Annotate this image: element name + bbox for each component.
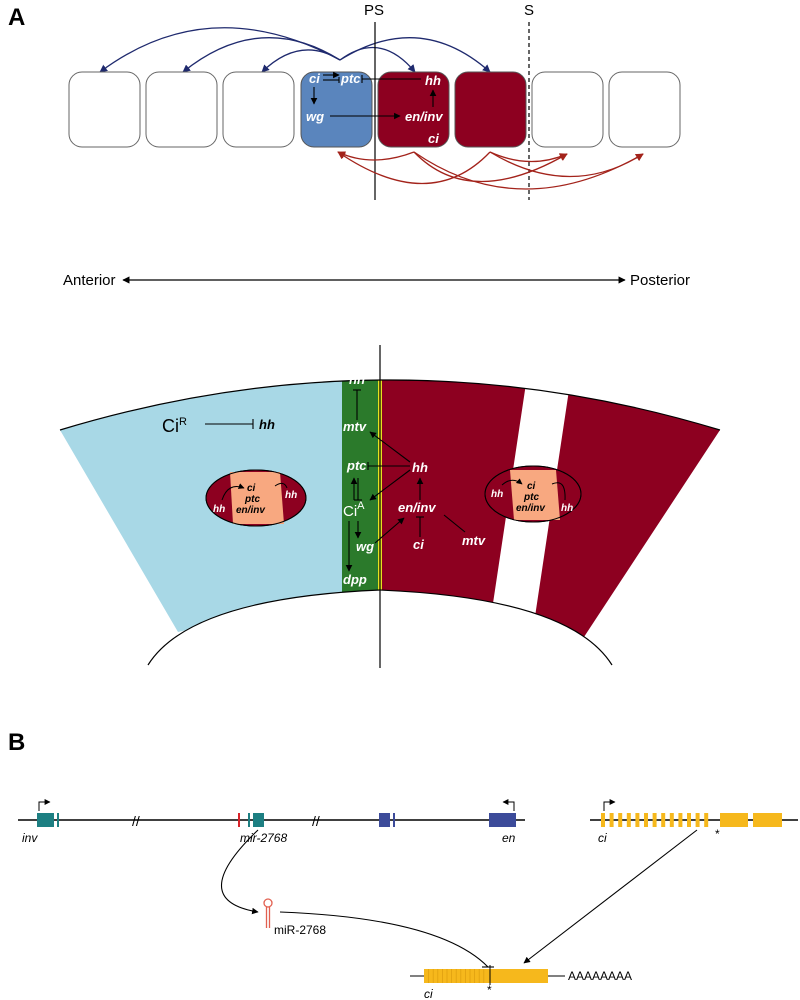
cell-1 — [68, 71, 141, 148]
inv-exon — [37, 813, 54, 827]
wedge-mtv-right: mtv — [462, 533, 486, 548]
ci-small-exon — [661, 813, 666, 827]
row-interactions — [310, 71, 437, 120]
ci-small-exon — [652, 813, 657, 827]
wedge-en-inv: en/inv — [398, 500, 436, 515]
ci-gene-label: ci — [598, 831, 607, 845]
ps-label: PS — [364, 2, 384, 19]
polya-tail: AAAAAAAA — [568, 969, 632, 983]
row-ci: ci — [309, 71, 320, 86]
ci-small-exon — [669, 813, 674, 827]
mirna-hairpin — [263, 898, 273, 928]
mir-2768-locus — [238, 813, 240, 827]
posterior-signal-arrows — [337, 151, 644, 190]
ci-small-exon — [635, 813, 640, 827]
ci-exons — [601, 813, 709, 827]
cir-label: CiR — [162, 416, 187, 436]
left-oval-ci: ci — [247, 483, 256, 494]
left-cell-oval: hh ci ptc en/inv hh — [205, 469, 307, 527]
cell-3 — [222, 71, 295, 148]
right-oval-hh-left: hh — [491, 489, 503, 500]
ci-small-exon — [687, 813, 691, 827]
locus-break-1: // — [132, 813, 140, 829]
wedge-mtv-top: mtv — [343, 419, 367, 434]
panel-a-letter: A — [8, 4, 25, 31]
ci-small-exon — [704, 813, 709, 827]
right-cell-oval: hh ci ptc en/inv hh — [484, 465, 582, 523]
en-tss-arrow — [502, 799, 515, 811]
wedge-top-arc — [59, 379, 721, 431]
ci-small-exon — [695, 813, 700, 827]
mirna-repression-line — [279, 911, 489, 968]
ci-transcript-label: ci — [424, 987, 433, 1000]
posterior-cell-2 — [454, 71, 527, 148]
anterior-signal-arrows — [99, 27, 491, 73]
ci-small-exon — [609, 813, 614, 827]
en-label: en — [502, 831, 516, 845]
anterior-label: Anterior — [63, 272, 116, 289]
ci-mrna-body — [424, 969, 548, 983]
ci-tss-arrow — [603, 799, 616, 811]
ci-star-mark: * — [715, 827, 720, 841]
ci-mrna-star: * — [487, 983, 492, 997]
cell-7 — [531, 71, 604, 148]
wedge-interactions — [345, 389, 466, 572]
cir-target-hh: hh — [259, 417, 275, 432]
wedge-hh-mid: hh — [412, 460, 428, 475]
left-oval-hh-left: hh — [213, 504, 225, 515]
transcription-arrow — [523, 829, 698, 964]
mirna-label: miR-2768 — [274, 923, 326, 937]
mir-2768-gene-label: mir-2768 — [240, 831, 287, 845]
right-oval-ci: ci — [527, 481, 536, 492]
ci-small-exon — [618, 813, 623, 827]
wedge-cia: CiA — [343, 500, 365, 520]
locus-break-2: // — [312, 813, 320, 829]
inv-tss-arrow — [38, 799, 51, 811]
ci-small-exon — [644, 813, 648, 827]
ci-small-exon — [626, 813, 631, 827]
wedge-wg: wg — [356, 539, 374, 554]
mir-host-exon — [253, 813, 264, 827]
row-en-inv: en/inv — [405, 109, 443, 124]
ci-exon-large-1 — [720, 813, 748, 827]
wedge-dpp: dpp — [343, 572, 367, 587]
right-oval-hh-right: hh — [561, 503, 573, 514]
right-oval-ptc: ptc — [523, 492, 539, 503]
posterior-label: Posterior — [630, 272, 690, 289]
row-ci-posterior: ci — [428, 131, 439, 146]
ci-mrna-junctions — [428, 969, 485, 983]
en-exon-small — [379, 813, 390, 827]
row-hh: hh — [425, 73, 441, 88]
left-oval-hh-right: hh — [285, 490, 297, 501]
right-oval-en-inv: en/inv — [516, 503, 546, 514]
mir-processing-arrow — [221, 829, 259, 915]
row-ptc: ptc — [340, 71, 361, 86]
ci-exon-large-2 — [753, 813, 782, 827]
ci-small-exon — [678, 813, 683, 827]
cell-2 — [145, 71, 218, 148]
wedge-ptc: ptc — [346, 458, 367, 473]
inv-label: inv — [22, 831, 38, 845]
wedge-hh-top: hh — [349, 372, 365, 387]
en-exon-large — [489, 813, 516, 827]
s-label: S — [524, 2, 534, 19]
ci-small-exon — [601, 813, 605, 827]
left-oval-ptc: ptc — [244, 494, 260, 505]
row-wg: wg — [306, 109, 324, 124]
left-oval-en-inv: en/inv — [236, 505, 266, 516]
wedge-ci: ci — [413, 537, 424, 552]
panel-b-letter: B — [8, 729, 25, 756]
cell-8 — [608, 71, 681, 148]
